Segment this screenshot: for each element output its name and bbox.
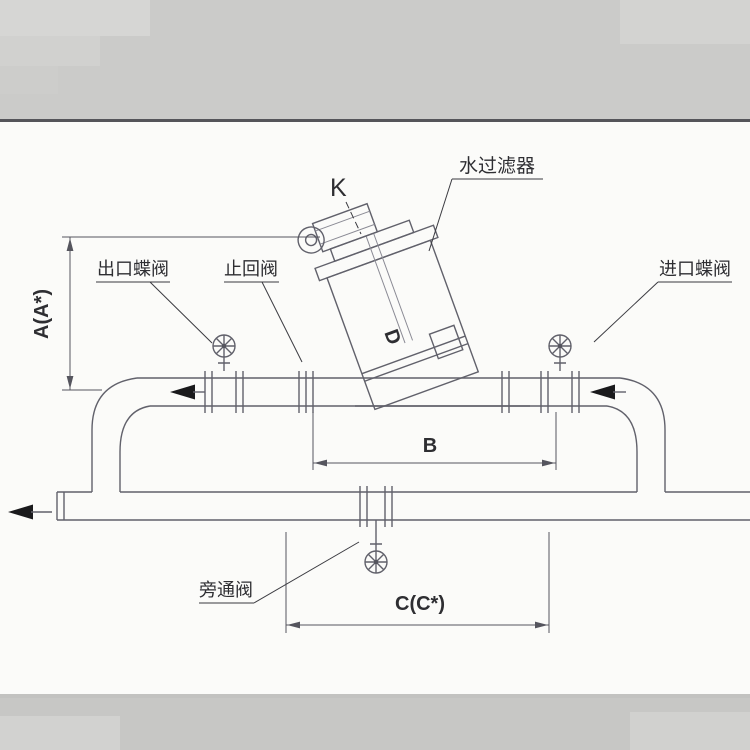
label-water-filter-leader [428, 178, 453, 252]
motor-actuator [297, 202, 379, 254]
flow-arrows [8, 384, 626, 520]
dim-c-ext [285, 532, 550, 633]
dim-a-text: A(A*) [31, 289, 53, 339]
left-bend-inner [119, 405, 151, 492]
label-outlet-valve-text: 出口蝶阀 [97, 259, 169, 279]
right-bend-outer [619, 377, 666, 492]
label-check-valve: 止回阀 [224, 259, 303, 363]
vessel-mark-d: D [379, 327, 405, 348]
label-k-text: K [330, 174, 347, 202]
left-bend-outer [91, 377, 138, 492]
vessel-lower-flange [361, 335, 469, 382]
valve-stem [554, 357, 566, 371]
dim-c-arrow-left [287, 621, 300, 629]
inlet-butterfly-valve [548, 334, 572, 371]
label-outlet-valve: 出口蝶阀 [96, 259, 213, 344]
handwheel-icon [364, 550, 388, 574]
callout-labels: K 水过滤器 出口蝶阀 止回阀 进口蝶阀 旁通阀 [96, 155, 732, 604]
handwheel-icon [548, 334, 572, 358]
drawing-top-border [0, 119, 750, 122]
label-inlet-valve: 进口蝶阀 [593, 259, 732, 343]
dim-c-text: C(C*) [395, 593, 445, 615]
bypass-valve-flanges [359, 486, 393, 527]
motor-gearbox-icon [297, 226, 325, 254]
vessel-shaft [365, 233, 414, 344]
flow-arrow-main-left-icon [170, 384, 205, 400]
matte-step [0, 716, 120, 750]
matte-step [0, 0, 150, 36]
dim-b-arrow-left [314, 459, 327, 467]
bypass-pipe-end-cap [56, 492, 65, 520]
dim-a-arrow-top [66, 238, 74, 251]
label-inlet-valve-leader [593, 281, 659, 343]
label-bypass-valve-text: 旁通阀 [199, 580, 253, 600]
dim-c-arrow-right [535, 621, 548, 629]
matte-step [0, 66, 58, 94]
matte-step [620, 0, 750, 44]
matte-step [0, 36, 100, 66]
check-valve-flanges [298, 371, 314, 413]
dimension-a: A(A*) [31, 236, 320, 391]
motor-body [311, 202, 379, 253]
drawing-bottom-border [0, 694, 750, 698]
motor-fins [315, 210, 375, 245]
dimension-b: B [312, 412, 557, 470]
matte-step [630, 712, 750, 750]
outlet-butterfly-valve [212, 334, 236, 371]
label-bypass-valve: 旁通阀 [199, 541, 360, 604]
label-k: K [330, 174, 362, 235]
handwheel-icon [212, 334, 236, 358]
dimension-c: C(C*) [285, 532, 550, 633]
inlet-valve-flanges [540, 371, 580, 413]
label-inlet-valve-text: 进口蝶阀 [659, 259, 731, 279]
label-check-valve-text: 止回阀 [224, 259, 278, 279]
label-k-leader [345, 201, 362, 235]
label-outlet-valve-leader [149, 281, 213, 344]
vessel-window [428, 324, 464, 360]
valve-stem [218, 357, 230, 371]
label-water-filter-text: 水过滤器 [459, 155, 535, 177]
flow-arrow-main-right-icon [590, 384, 626, 400]
label-bypass-valve-leader [253, 541, 360, 604]
filter-vessel: D [297, 202, 480, 411]
flow-arrow-outlet-icon [8, 504, 52, 520]
dim-b-text: B [423, 435, 437, 457]
label-water-filter: 水过滤器 [428, 155, 543, 252]
bypass-valve-stem [370, 520, 382, 551]
motor-gearbox-hub [304, 233, 318, 247]
bypass-valve [359, 486, 393, 574]
dim-a-arrow-bottom [66, 376, 74, 389]
label-check-valve-leader [261, 281, 303, 363]
bypass-pipe [56, 491, 750, 521]
dim-b-arrow-right [542, 459, 555, 467]
dim-b-ext [312, 412, 557, 470]
right-bend-inner [606, 405, 638, 492]
